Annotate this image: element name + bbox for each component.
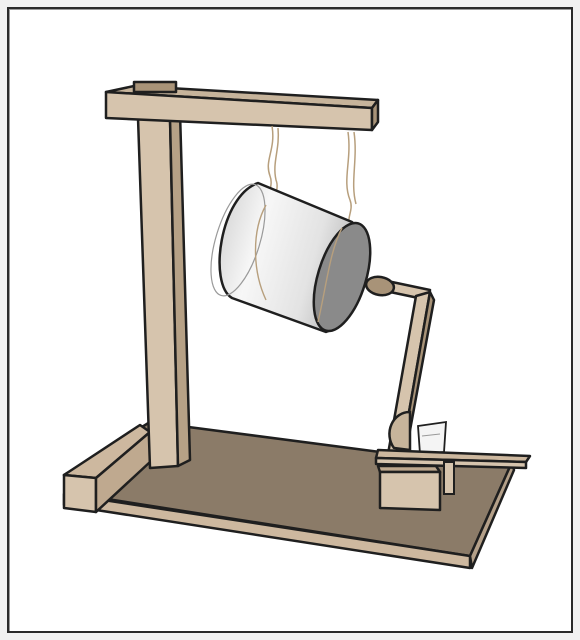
peg bbox=[444, 462, 454, 494]
vertical-post bbox=[138, 112, 190, 468]
paper-trigger bbox=[418, 422, 446, 454]
string-right bbox=[347, 132, 351, 226]
base-left-block-front bbox=[64, 475, 96, 512]
string-right-2 bbox=[354, 132, 356, 204]
crossbeam-cap-block bbox=[134, 82, 176, 92]
stand-block-front bbox=[380, 472, 440, 510]
stand-block bbox=[378, 466, 440, 510]
paper-sheet bbox=[418, 422, 446, 454]
striker-mallet-icon bbox=[365, 275, 396, 298]
pivot-half-disc bbox=[389, 412, 410, 450]
hanging-can-icon bbox=[200, 178, 381, 337]
mallet-head bbox=[365, 275, 396, 298]
peg-post bbox=[444, 462, 454, 494]
pivot-disc bbox=[389, 412, 410, 450]
